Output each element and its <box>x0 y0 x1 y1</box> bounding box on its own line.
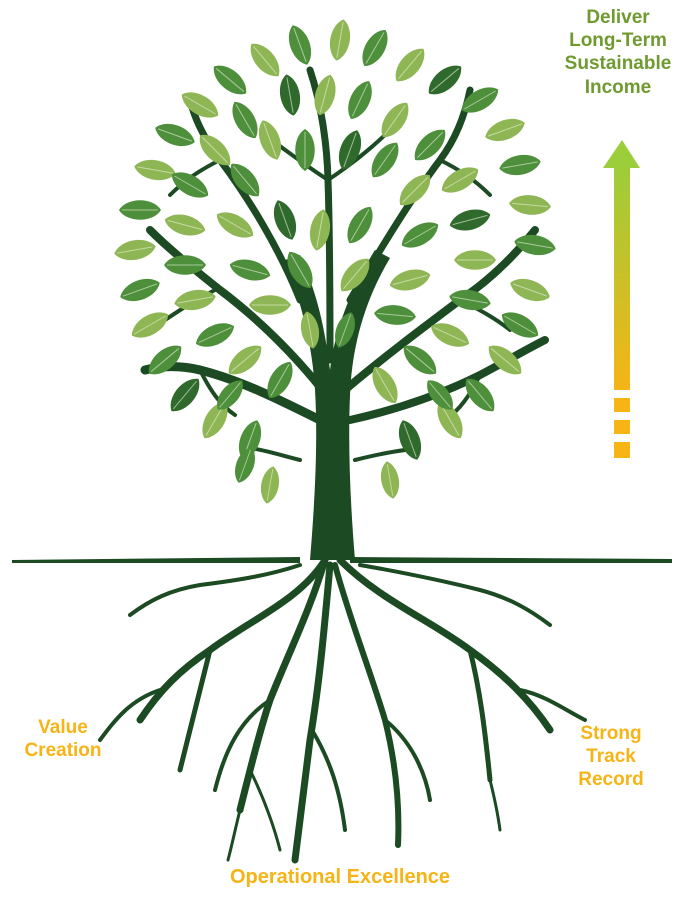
value-creation-label: Value Creation <box>8 716 118 762</box>
operational-excellence-text: Operational Excellence <box>140 865 540 889</box>
goal-label: Deliver Long-Term Sustainable Income <box>548 6 688 99</box>
value-creation-line: Creation <box>8 739 118 762</box>
roots <box>100 560 585 860</box>
operational-excellence-label: Operational Excellence <box>140 865 540 889</box>
ground-line <box>12 557 300 563</box>
track-record-line: Record <box>552 768 670 791</box>
value-creation-line: Value <box>8 716 118 739</box>
track-record-line: Strong <box>552 722 670 745</box>
goal-line: Sustainable <box>548 52 688 75</box>
goal-line: Income <box>548 76 688 99</box>
goal-line: Deliver <box>548 6 688 29</box>
growth-arrow-icon <box>603 140 640 458</box>
track-record-line: Track <box>552 745 670 768</box>
goal-line: Long-Term <box>548 29 688 52</box>
ground-line-right <box>350 557 672 563</box>
track-record-label: Strong Track Record <box>552 722 670 792</box>
